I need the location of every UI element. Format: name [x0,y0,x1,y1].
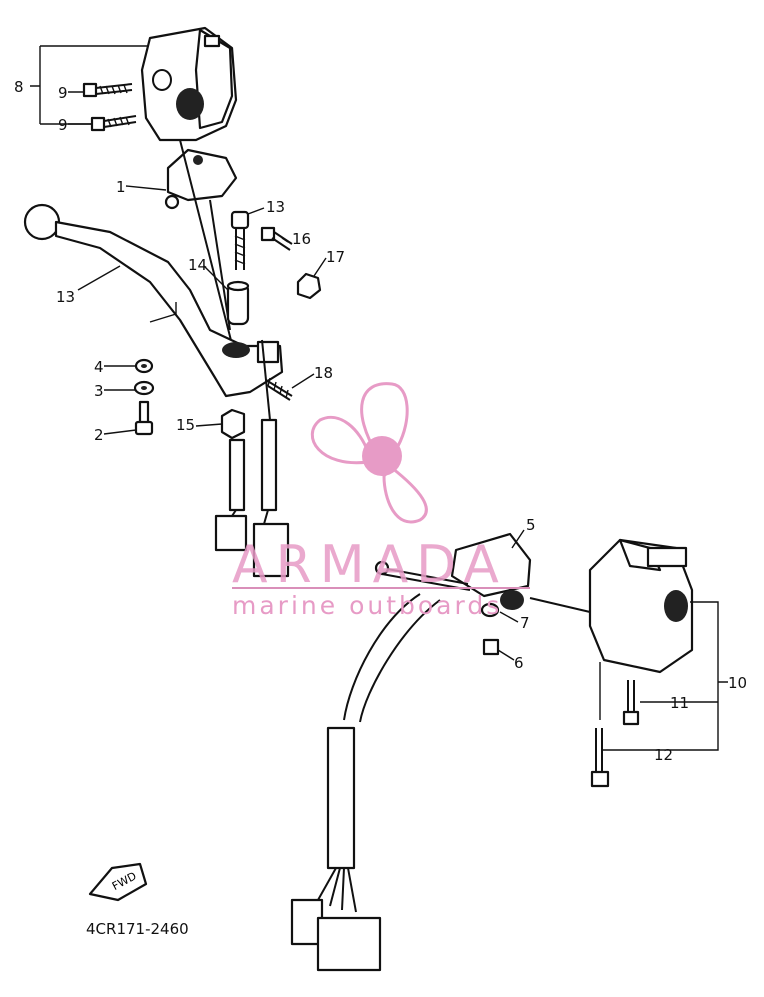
callout-2: 2 [94,426,104,444]
callout-9-lower: 9 [58,116,68,134]
callout-10: 10 [728,674,747,692]
bolt-14 [230,210,250,270]
callout-1: 1 [116,178,126,196]
callout-12: 12 [654,746,673,764]
callout-17: 16 [292,230,311,248]
bolt-17 [260,226,293,251]
left-handlebar-switch [140,26,238,142]
armada-watermark: ARMADA marine outboards [232,382,530,620]
right-handlebar-switch [588,538,694,674]
callout-labels: 8 9 9 1 13 4 3 2 15 13 16 17 14 18 5 7 6… [14,78,747,938]
main-wire-harness [290,593,591,972]
spring-19 [265,377,293,401]
callout-13: 13 [56,288,75,306]
callout-7: 7 [520,614,530,632]
callout-14: 13 [266,198,285,216]
callout-4: 4 [94,358,104,376]
forward-direction-badge: FWD [88,862,148,902]
nut-18 [296,272,322,300]
diagram-code: 4CR171-2460 [86,920,189,938]
screw-11 [622,680,640,726]
bolt-2 [134,400,154,436]
sleeve-15 [226,280,250,326]
lever-bracket [164,139,238,361]
watermark-tagline: marine outboards [232,591,502,620]
watermark-brand: ARMADA [232,535,507,595]
screw-9-upper [82,82,133,98]
left-wire-harness [214,339,290,578]
callout-18: 17 [326,248,345,266]
callout-9-upper: 9 [58,84,68,102]
starter-switch [374,532,532,610]
screw-9-lower [90,115,137,132]
callout-15: 14 [188,256,207,274]
callout-19: 18 [314,364,333,382]
callout-3: 3 [94,382,104,400]
nut-16 [220,408,246,440]
screw-12 [590,728,610,788]
callout-11: 11 [670,694,689,712]
callout-16: 15 [176,416,195,434]
washer-4 [134,358,154,374]
nut-3 [133,380,155,396]
callout-6: 6 [514,654,524,672]
spacer-7 [480,602,500,618]
callout-8: 8 [14,78,24,96]
leader-lines [30,45,728,751]
screw-6 [482,638,500,656]
callout-5: 5 [526,516,536,534]
